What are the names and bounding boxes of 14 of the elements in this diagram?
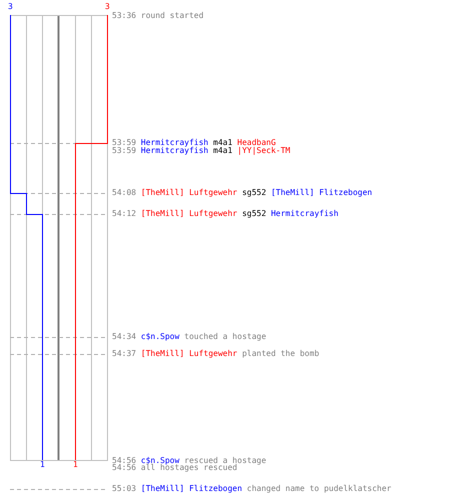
log-entry: 54:08 [TheMill] Luftgewehr sg552 [TheMill] Flitzebogen (112, 189, 372, 197)
log-entry: 53:59 Hermitcrayfish m4a1 |YY|Seck-TM (112, 147, 290, 155)
log-entry: 54:34 c$n.Spow touched a hostage (112, 333, 266, 341)
count-label: 1 (40, 461, 45, 469)
log-entry: 54:12 [TheMill] Luftgewehr sg552 Hermitcrayfish (112, 210, 338, 218)
log-entry: 53:59 Hermitcrayfish m4a1 HeadbanG (112, 139, 276, 147)
count-label: 3 (8, 3, 13, 11)
log-entry: 54:56 c$n.Spow rescued a hostage (112, 457, 266, 465)
count-label: 3 (105, 3, 110, 11)
log-entry: 54:37 [TheMill] Luftgewehr planted the bomb (112, 350, 320, 358)
count-label: 1 (73, 461, 78, 469)
log-entry: 54:56 all hostages rescued (112, 464, 238, 472)
log-entry: 55:03 [TheMill] Flitzebogen changed name to pudelklatscher (112, 485, 392, 493)
log-entry: 53:36 round started (112, 12, 204, 20)
